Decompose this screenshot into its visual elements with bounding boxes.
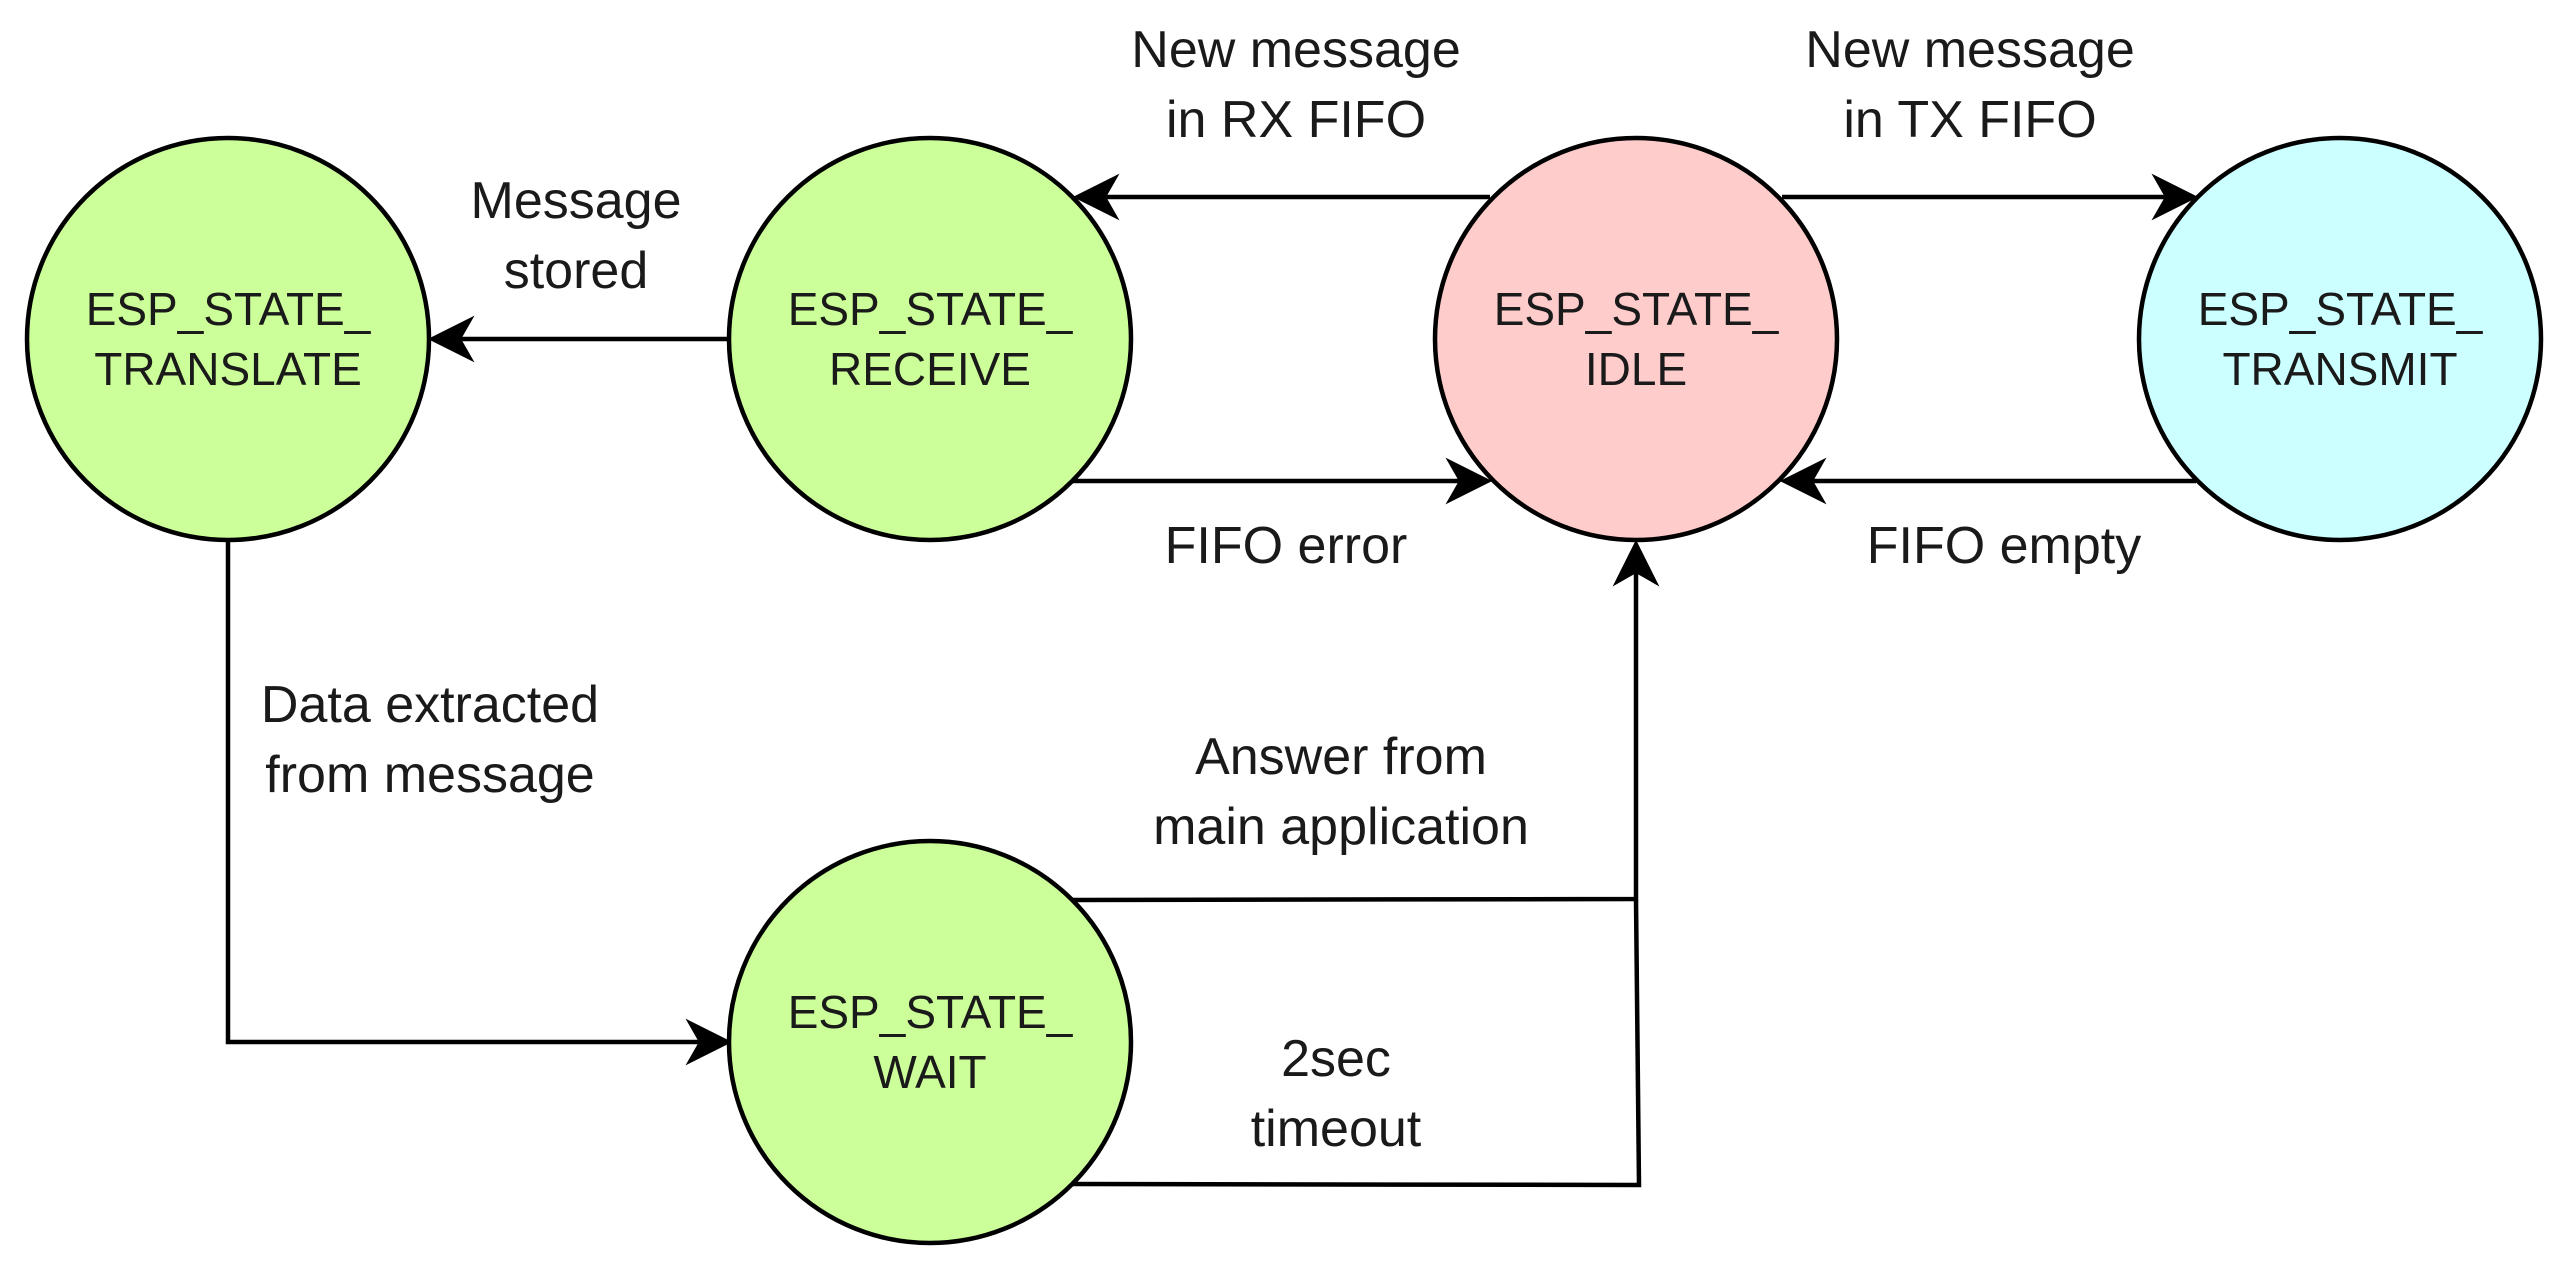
state-transmit-line1: ESP_STATE_	[2198, 283, 2484, 335]
label-message-stored: Message stored	[471, 172, 682, 300]
label-answer: Answer from main application	[1153, 728, 1529, 856]
label-rx-fifo-line1: New message	[1131, 21, 1460, 79]
state-translate: ESP_STATE_ TRANSLATE	[24, 135, 432, 543]
arrowhead-receive	[1072, 173, 1120, 221]
arrowhead-transmit	[2151, 173, 2199, 221]
state-transmit-line2: TRANSMIT	[2222, 343, 2457, 395]
arrowhead-idle-from-receive	[1445, 457, 1493, 505]
label-rx-fifo: New message in RX FIFO	[1131, 21, 1460, 149]
edge-receive-to-idle	[1073, 457, 1493, 505]
edge-idle-to-transmit	[1782, 173, 2199, 221]
state-translate-line2: TRANSLATE	[94, 343, 362, 395]
edge-translate-to-wait	[225, 542, 733, 1066]
edge-idle-to-receive	[1072, 173, 1490, 221]
label-fifo-error: FIFO error	[1165, 517, 1408, 575]
label-extracted-line1: Data extracted	[261, 676, 599, 734]
label-tx-fifo: New message in TX FIFO	[1805, 21, 2134, 149]
label-timeout-line1: 2sec	[1281, 1030, 1391, 1088]
label-timeout-line2: timeout	[1251, 1100, 1422, 1158]
edge-wait-to-idle-timeout	[1072, 899, 1642, 1188]
arrowhead-idle-from-wait	[1612, 539, 1660, 587]
label-timeout: 2sec timeout	[1251, 1030, 1422, 1158]
label-fifo-empty: FIFO empty	[1867, 517, 2141, 575]
state-idle-line2: IDLE	[1585, 343, 1687, 395]
label-tx-fifo-line1: New message	[1805, 21, 2134, 79]
edge-transmit-to-idle	[1779, 457, 2196, 505]
arrowhead-wait	[685, 1018, 733, 1066]
edge-wait-to-idle-answer	[1072, 539, 1660, 903]
label-rx-fifo-line2: in RX FIFO	[1166, 91, 1426, 149]
state-transmit: ESP_STATE_ TRANSMIT	[2136, 135, 2544, 543]
arrowhead-idle-from-transmit	[1779, 457, 1827, 505]
state-wait: ESP_STATE_ WAIT	[726, 838, 1134, 1246]
label-stored-line1: Message	[471, 172, 682, 230]
arrowhead-translate	[427, 315, 475, 363]
label-data-extracted: Data extracted from message	[261, 676, 599, 804]
state-receive-line1: ESP_STATE_	[788, 283, 1074, 335]
state-idle-line1: ESP_STATE_	[1494, 283, 1780, 335]
state-idle: ESP_STATE_ IDLE	[1432, 135, 1840, 543]
edge-receive-to-translate	[427, 315, 730, 363]
label-extracted-line2: from message	[265, 746, 594, 804]
state-wait-line2: WAIT	[873, 1046, 986, 1098]
state-receive-line2: RECEIVE	[829, 343, 1031, 395]
label-tx-fifo-line2: in TX FIFO	[1843, 91, 2096, 149]
state-receive: ESP_STATE_ RECEIVE	[726, 135, 1134, 543]
state-wait-line1: ESP_STATE_	[788, 986, 1074, 1038]
state-translate-line1: ESP_STATE_	[86, 283, 372, 335]
label-answer-line1: Answer from	[1195, 728, 1487, 786]
label-answer-line2: main application	[1153, 798, 1529, 856]
label-stored-line2: stored	[504, 242, 649, 300]
